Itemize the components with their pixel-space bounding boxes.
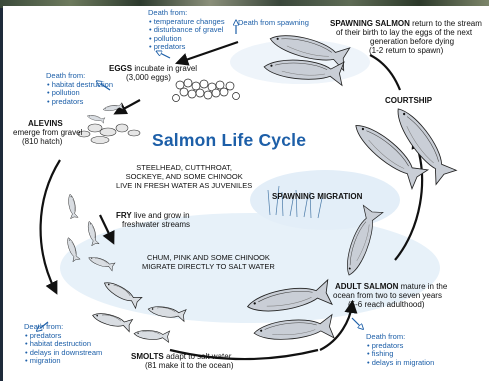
- fry-name: FRY: [116, 211, 132, 220]
- adult-death-box: Death from: predators fishing delays in …: [366, 333, 434, 367]
- note-line: SOCKEYE, AND SOME CHINOOK: [116, 172, 252, 181]
- adult-desc-3: (5-6 reach adulthood): [348, 300, 425, 309]
- smolts-label: SMOLTS adapt to salt water: [131, 352, 231, 361]
- alevin-fish: [87, 103, 124, 123]
- alevins-death-item: predators: [53, 98, 113, 107]
- smolts-death-item-continued: migration: [31, 357, 102, 366]
- adult-label: ADULT SALMON mature in the: [335, 282, 447, 291]
- adult-name: ADULT SALMON: [335, 282, 398, 291]
- note-line: LIVE IN FRESH WATER AS JUVENILES: [116, 181, 252, 190]
- fry-desc-1: live and grow in: [134, 211, 190, 220]
- egg-cluster: [173, 79, 240, 102]
- eggs-count: (3,000 eggs): [126, 73, 171, 82]
- diagram-title: Salmon Life Cycle: [152, 130, 306, 151]
- spawning-desc-1: return to the stream: [412, 19, 482, 28]
- fry-label: FRY live and grow in: [116, 211, 190, 220]
- smolts-count: (81 make it to the ocean): [145, 361, 234, 370]
- spawning-migration-name: SPAWNING MIGRATION: [272, 192, 362, 201]
- spawning-death-heading: Death from spawning: [238, 19, 309, 28]
- alevins-name: ALEVINS: [28, 119, 63, 128]
- spawning-desc-4: (1-2 return to spawn): [369, 46, 443, 55]
- eggs-label: EGGS incubate in gravel: [109, 64, 197, 73]
- fry-desc-2: freshwater streams: [122, 220, 190, 229]
- eggs-desc: incubate in gravel: [134, 64, 197, 73]
- note-line: MIGRATE DIRECTLY TO SALT WATER: [142, 262, 275, 271]
- note-line: CHUM, PINK AND SOME CHINOOK: [142, 253, 275, 262]
- adult-desc-2: ocean from two to seven years: [333, 291, 442, 300]
- alevin-gravel: [78, 124, 140, 144]
- saltwater-direct-note: CHUM, PINK AND SOME CHINOOK MIGRATE DIRE…: [142, 253, 275, 271]
- alevins-count: (810 hatch): [22, 137, 62, 146]
- eggs-death-item: predators: [155, 43, 225, 52]
- alevins-desc: emerge from gravel: [13, 128, 82, 137]
- alevins-death-box: Death from: habitat destruction pollutio…: [46, 72, 113, 106]
- spawning-migration-label: SPAWNING MIGRATION: [272, 192, 362, 201]
- adult-desc-1: mature in the: [401, 282, 448, 291]
- courtship-label: COURTSHIP: [385, 96, 432, 105]
- alevins-label: ALEVINS: [28, 119, 63, 128]
- adult-death-item: delays in migration: [373, 359, 434, 368]
- spawning-desc-2: of their birth to lay the eggs of the ne…: [336, 28, 472, 37]
- spawning-label: SPAWNING SALMON return to the stream: [330, 19, 482, 28]
- smolts-desc: adapt to salt water: [166, 352, 231, 361]
- smolts-name: SMOLTS: [131, 352, 164, 361]
- courtship-name: COURTSHIP: [385, 96, 432, 105]
- eggs-death-box: Death from: temperature changes disturba…: [148, 9, 225, 52]
- smolts-death-box: Death from: predators habitat destructio…: [24, 323, 102, 366]
- spawning-name: SPAWNING SALMON: [330, 19, 410, 28]
- spawning-desc-3: generation before dying: [370, 37, 454, 46]
- freshwater-juveniles-note: STEELHEAD, CUTTHROAT, SOCKEYE, AND SOME …: [116, 163, 252, 190]
- note-line: STEELHEAD, CUTTHROAT,: [116, 163, 252, 172]
